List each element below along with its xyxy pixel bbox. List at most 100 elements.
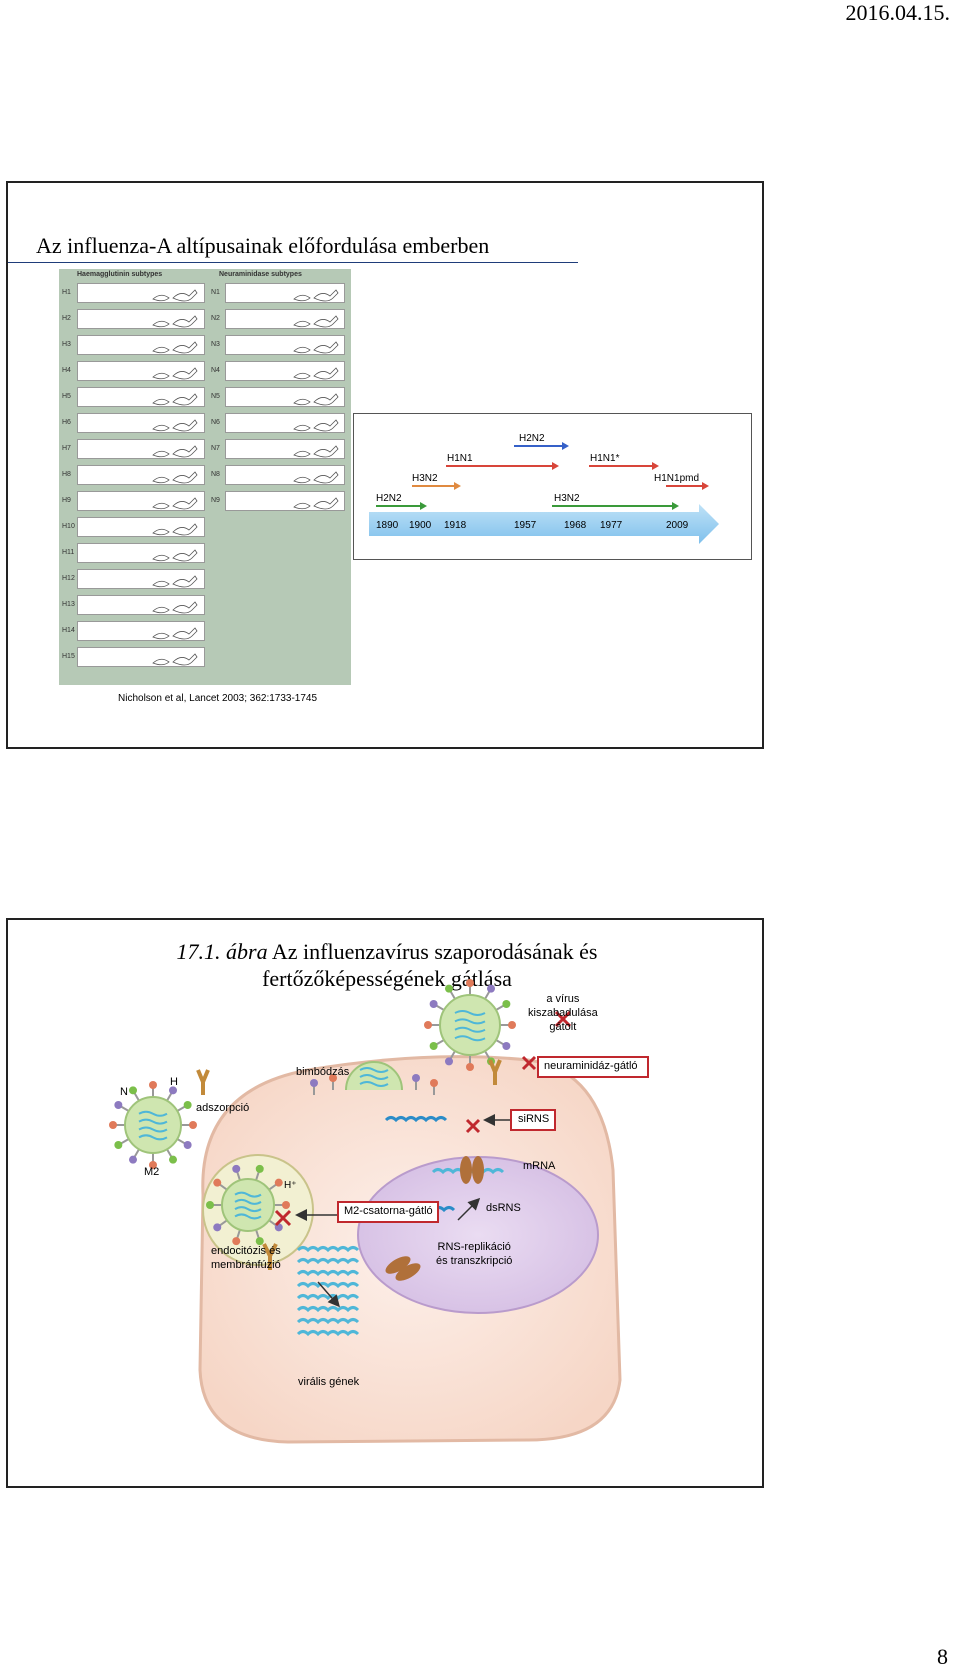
ha-row-cell xyxy=(77,361,205,381)
ha-row: H5 xyxy=(59,387,209,407)
year-label: 1968 xyxy=(564,520,587,531)
ha-row-cell xyxy=(77,569,205,589)
page-number: 8 xyxy=(937,1644,948,1669)
na-row-label: N9 xyxy=(211,497,220,504)
sirna-box xyxy=(510,1109,556,1131)
ha-row-label: H12 xyxy=(62,575,75,582)
ha-row-cell xyxy=(77,413,205,433)
endocytosis-line-1: endocitózis és xyxy=(211,1245,281,1257)
m2-box xyxy=(337,1201,439,1223)
subtype-label: H1N1* xyxy=(590,453,620,464)
title-line-1: Az influenzavírus szaporodásának és xyxy=(267,939,598,964)
na-row-cell xyxy=(225,335,345,355)
na-row: N2 xyxy=(209,309,349,329)
ha-row: H3 xyxy=(59,335,209,355)
na-row-cell xyxy=(225,465,345,485)
subtype-arrowhead xyxy=(672,502,679,510)
ha-row: H15 xyxy=(59,647,209,667)
na-row-label: N8 xyxy=(211,471,220,478)
label-neuraminidase-inhibitor: neuraminidáz-gátló xyxy=(544,1060,638,1072)
year-label: 1977 xyxy=(600,520,623,531)
na-header: Neuraminidase subtypes xyxy=(219,271,302,278)
replication-line-1: RNS-replikáció xyxy=(437,1241,511,1253)
subtype-label: H3N2 xyxy=(554,493,580,504)
subtype-label: H2N2 xyxy=(519,433,545,444)
title-underline xyxy=(8,262,578,263)
timeline-bar xyxy=(369,504,719,544)
endocytosis-line-2: membránfúzió xyxy=(211,1259,281,1271)
mrna-arrow xyxy=(457,1197,481,1221)
release-line-2: kiszabadulása xyxy=(528,1007,598,1019)
figure-number: 17.1. ábra xyxy=(176,939,268,964)
neuraminidase-box xyxy=(537,1056,649,1078)
ha-row: H6 xyxy=(59,413,209,433)
label-budding: bimbódzás xyxy=(296,1066,350,1078)
na-row: N1 xyxy=(209,283,349,303)
na-row: N3 xyxy=(209,335,349,355)
subtype-label: H3N2 xyxy=(412,473,438,484)
subtype-arrowhead xyxy=(454,482,461,490)
year-label: 1918 xyxy=(444,520,467,531)
subtype-label: H1N1 xyxy=(447,453,473,464)
ha-row-label: H3 xyxy=(62,341,71,348)
ha-row-label: H15 xyxy=(62,653,75,660)
ha-row-cell xyxy=(77,439,205,459)
label-n: N xyxy=(120,1086,128,1098)
na-row: N6 xyxy=(209,413,349,433)
label-release: a vírus kiszabadulása gátolt xyxy=(528,992,598,1034)
ha-row-label: H14 xyxy=(62,627,75,634)
release-line-1: a vírus xyxy=(546,993,580,1005)
release-line-3: gátolt xyxy=(549,1021,577,1033)
influenza-replication-diagram xyxy=(109,979,649,1444)
subtype-arrowhead xyxy=(652,462,659,470)
label-h-plus: H⁺ xyxy=(284,1180,297,1191)
subtype-arrowhead xyxy=(702,482,709,490)
ha-row: H13 xyxy=(59,595,209,615)
na-row: N5 xyxy=(209,387,349,407)
na-row-label: N7 xyxy=(211,445,220,452)
label-viral-genes: virális gének xyxy=(298,1376,360,1388)
na-row-label: N6 xyxy=(211,419,220,426)
ha-row-label: H7 xyxy=(62,445,71,452)
ha-row: H8 xyxy=(59,465,209,485)
label-replication: RNS-replikáció és transzkripció xyxy=(436,1240,512,1268)
ha-row-cell xyxy=(77,543,205,563)
na-row: N7 xyxy=(209,439,349,459)
label-dsrna: dsRNS xyxy=(486,1202,521,1214)
ha-row-cell xyxy=(77,465,205,485)
slide-2: 17.1. ábra Az influenzavírus szaporodásá… xyxy=(6,918,764,1488)
year-label: 1957 xyxy=(514,520,537,531)
ha-row-cell xyxy=(77,517,205,537)
na-row-cell xyxy=(225,439,345,459)
ha-row-cell xyxy=(77,335,205,355)
label-m2-inhibitor: M2-csatorna-gátló xyxy=(344,1205,433,1217)
label-adsorption: adszorpció xyxy=(196,1102,250,1114)
na-row-label: N3 xyxy=(211,341,220,348)
ha-row-label: H8 xyxy=(62,471,71,478)
ha-row: H9 xyxy=(59,491,209,511)
label-m2: M2 xyxy=(144,1166,160,1178)
ha-row-label: H10 xyxy=(62,523,75,530)
receptors xyxy=(196,1059,502,1270)
ha-row: H4 xyxy=(59,361,209,381)
virus-particle-release xyxy=(424,979,516,1071)
na-row-cell xyxy=(225,361,345,381)
label-sirna: siRNS xyxy=(518,1113,550,1125)
na-row-cell xyxy=(225,491,345,511)
ha-row-cell xyxy=(77,283,205,303)
ha-row-cell xyxy=(77,309,205,329)
ha-row-label: H2 xyxy=(62,315,71,322)
subtype-label: H2N2 xyxy=(376,493,402,504)
ha-row-label: H6 xyxy=(62,419,71,426)
na-row: N8 xyxy=(209,465,349,485)
year-label: 1890 xyxy=(376,520,399,531)
subtype-arrowhead xyxy=(562,442,569,450)
ha-row-label: H11 xyxy=(62,549,75,556)
ha-row-cell xyxy=(77,387,205,407)
na-row: N9 xyxy=(209,491,349,511)
year-label: 2009 xyxy=(666,520,689,531)
ha-row: H12 xyxy=(59,569,209,589)
na-row-label: N1 xyxy=(211,289,220,296)
